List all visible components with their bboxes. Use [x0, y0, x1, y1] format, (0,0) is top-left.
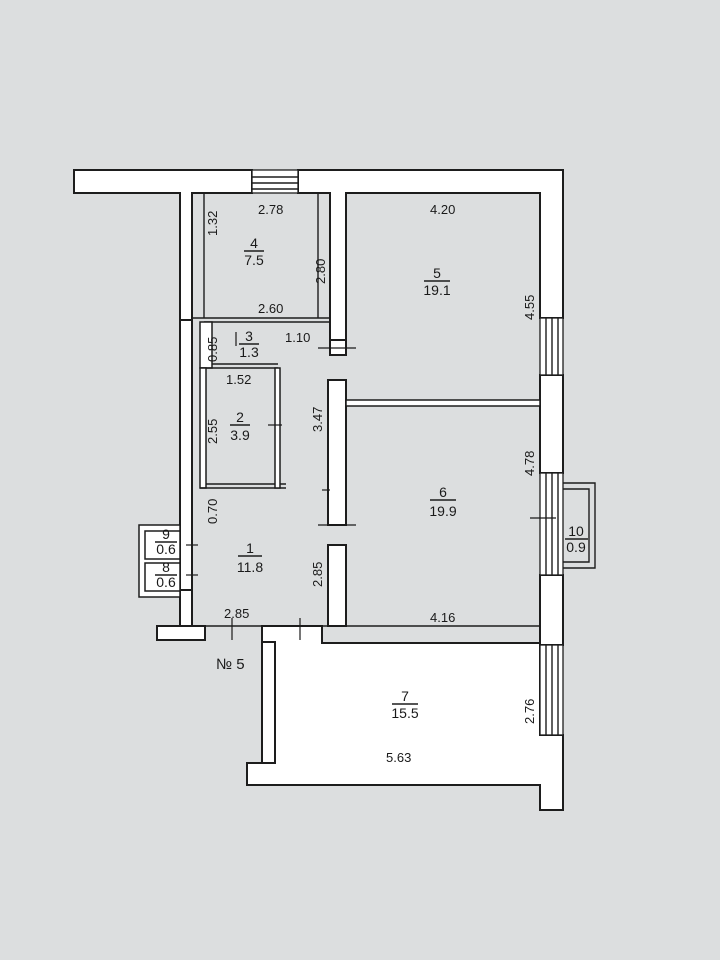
dim-room6-height: 4.78 [522, 451, 537, 476]
room-number: 1 [246, 540, 254, 556]
room-number: 4 [250, 235, 258, 251]
room-6: 6 19.9 [429, 484, 456, 519]
partitions [192, 192, 541, 489]
niches [138, 524, 181, 598]
room-area: 0.9 [566, 539, 586, 555]
dim-room7-width: 5.63 [386, 750, 411, 765]
dim-room1-bottom: 2.85 [224, 606, 249, 621]
room-area: 7.5 [244, 252, 264, 268]
room-number: 7 [401, 688, 409, 704]
door-marks [186, 332, 556, 640]
dim-room4-right: 2.80 [313, 259, 328, 284]
dim-room5-height: 4.55 [522, 295, 537, 320]
dim-room4-bottom: 2.60 [258, 301, 283, 316]
room-number: 2 [236, 409, 244, 425]
dim-room7-height: 2.76 [522, 699, 537, 724]
room-number: 9 [162, 526, 170, 542]
room-number: 8 [162, 559, 170, 575]
room-10: 10 0.9 [565, 523, 588, 555]
dim-corridor: 3.47 [310, 407, 325, 432]
room-number: 5 [433, 265, 441, 281]
room-5: 5 19.1 [423, 265, 450, 298]
room-area: 15.5 [391, 705, 418, 721]
dim-room4-left: 1.32 [205, 211, 220, 236]
room-area: 1.3 [239, 344, 259, 360]
room-area: 19.1 [423, 282, 450, 298]
windows [251, 169, 564, 736]
room-area: 19.9 [429, 503, 456, 519]
outer-walls [73, 169, 564, 811]
dim-room2-height: 2.55 [205, 419, 220, 444]
dim-room5-width: 4.20 [430, 202, 455, 217]
room-3: 3 1.3 [239, 328, 259, 360]
room-area: 0.6 [156, 541, 176, 557]
room-area: 0.6 [156, 574, 176, 590]
room-area: 11.8 [237, 559, 263, 575]
room-8: 8 0.6 [155, 559, 177, 590]
dim-room1-right: 2.85 [310, 562, 325, 587]
room-2: 2 3.9 [230, 409, 250, 443]
dim-room2-width: 1.52 [226, 372, 251, 387]
room-number: 10 [568, 523, 584, 539]
room-4: 4 7.5 [244, 235, 264, 268]
dim-room4-width: 2.78 [258, 202, 283, 217]
dim-room3-height: 0.85 [205, 337, 220, 362]
room-9: 9 0.6 [155, 526, 177, 557]
dimensions: 2.78 1.32 2.80 2.60 0.85 1.10 1.52 2.55 … [205, 202, 537, 765]
dim-room1-left: 0.70 [205, 499, 220, 524]
room-1: 1 11.8 [237, 540, 263, 575]
dim-room3-width: 1.10 [285, 330, 310, 345]
room-area: 3.9 [230, 427, 250, 443]
room-7: 7 15.5 [391, 688, 418, 721]
dim-room6-width: 4.16 [430, 610, 455, 625]
room-number: 3 [245, 328, 253, 344]
balcony [563, 482, 596, 569]
plan-label: № 5 [216, 656, 245, 673]
room-number: 6 [439, 484, 447, 500]
